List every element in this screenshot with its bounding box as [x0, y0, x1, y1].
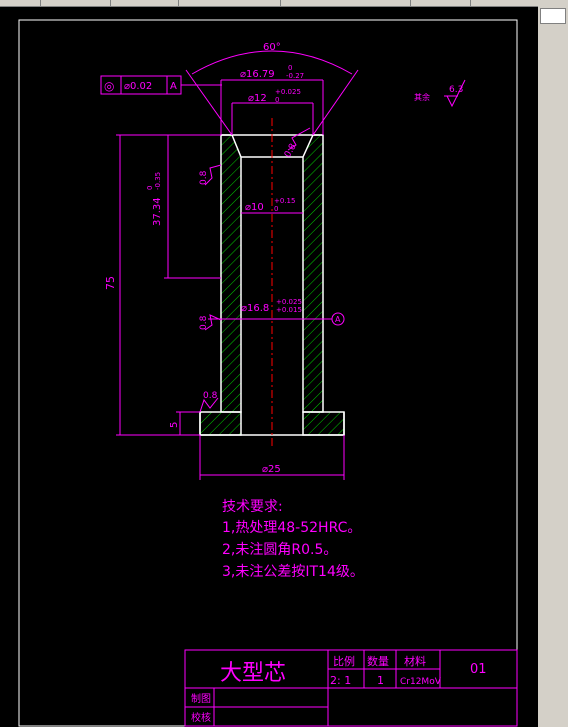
title-block: 大型芯 比例 数量 材料 2: 1 1 Cr12MoV 01 制图 校核 [184, 649, 518, 727]
d-base-label: ⌀25 [262, 464, 281, 475]
header-qty: 数量 [367, 655, 389, 668]
d-bore-lower: 0 [275, 96, 279, 104]
header-material: 材料 [404, 654, 426, 668]
d-top-base: ⌀16.79 [240, 69, 275, 80]
len-part-lower: -0.35 [154, 172, 162, 190]
note-2: 2,未注圆角R0.5。 [222, 542, 337, 558]
len-part-upper: 0 [146, 186, 154, 190]
len-total-label: 75 [104, 276, 117, 290]
roughness-other: 其余 6.3 [414, 79, 466, 108]
roughness-bore: 0.8 [199, 164, 222, 186]
rough-mid-label: 0.8 [199, 315, 209, 330]
rough-bore-label: 0.8 [199, 170, 209, 185]
roughness-flange: 0.8 [199, 391, 219, 413]
d-top-lower: -0.27 [286, 72, 304, 80]
value-scale: 2: 1 [330, 674, 351, 687]
fcf-datum: A [170, 81, 177, 92]
note-3: 3,未注公差按IT14级。 [222, 564, 364, 580]
technical-notes: 技术要求: 1,热处理48-52HRC。 2,未注圆角R0.5。 3,未注公差按… [222, 499, 364, 580]
d-seat-lower: +0.015 [276, 306, 302, 314]
dim-mid-diameter: ⌀10 +0.15 0 [241, 197, 303, 214]
d-top-upper: 0 [288, 64, 292, 72]
label-drawn: 制图 [191, 692, 211, 705]
d-bore-upper: +0.025 [275, 88, 301, 96]
dim-bore-diameter: ⌀12 +0.025 0 [231, 88, 314, 135]
d-mid-upper: +0.15 [274, 197, 295, 205]
window-top-bar [0, 0, 568, 7]
rough-flange-label: 0.8 [203, 391, 218, 401]
d-mid-lower: 0 [274, 205, 278, 213]
drawing-border [18, 19, 518, 727]
fcf-tolerance: ⌀0.02 [124, 81, 152, 92]
dim-seat-diameter: ⌀16.8 +0.025 +0.015 A [208, 298, 345, 326]
feature-control-frame: ◎ ⌀0.02 A [100, 75, 222, 95]
section-hatch [199, 134, 345, 436]
value-material: Cr12MoV [400, 677, 442, 687]
dim-base-diameter: ⌀25 [199, 435, 345, 480]
dim-flange-height: 5 [169, 411, 200, 435]
value-qty: 1 [377, 674, 384, 687]
part-name: 大型芯 [220, 661, 286, 686]
d-seat-base: ⌀16.8 [241, 303, 269, 314]
d-bore-base: ⌀12 [248, 93, 267, 104]
notes-title: 技术要求: [222, 499, 283, 515]
toolbar-slot [540, 8, 566, 24]
concentricity-icon: ◎ [104, 79, 114, 93]
rough-other-value: 6.3 [449, 85, 463, 95]
drawing-number: 01 [470, 662, 487, 677]
d-mid-base: ⌀10 [245, 202, 264, 213]
note-1: 1,热处理48-52HRC。 [222, 520, 361, 536]
d-seat-upper: +0.025 [276, 298, 302, 306]
rough-other-label: 其余 [414, 92, 430, 102]
label-checked: 校核 [191, 711, 211, 724]
header-scale: 比例 [333, 654, 355, 668]
angle-label: 60° [263, 42, 281, 53]
datum-A-label: A [335, 315, 341, 324]
angle-dimension: 60° [185, 42, 359, 136]
len-part-base: 37.34 [152, 197, 163, 226]
flange-h-label: 5 [169, 422, 180, 428]
dim-partial-length: 37.34 0 -0.35 [146, 135, 221, 279]
roughness-mid: 0.8 [199, 314, 222, 331]
dim-top-diameter: ⌀16.79 0 -0.27 [220, 64, 324, 135]
right-toolbar [538, 6, 568, 727]
